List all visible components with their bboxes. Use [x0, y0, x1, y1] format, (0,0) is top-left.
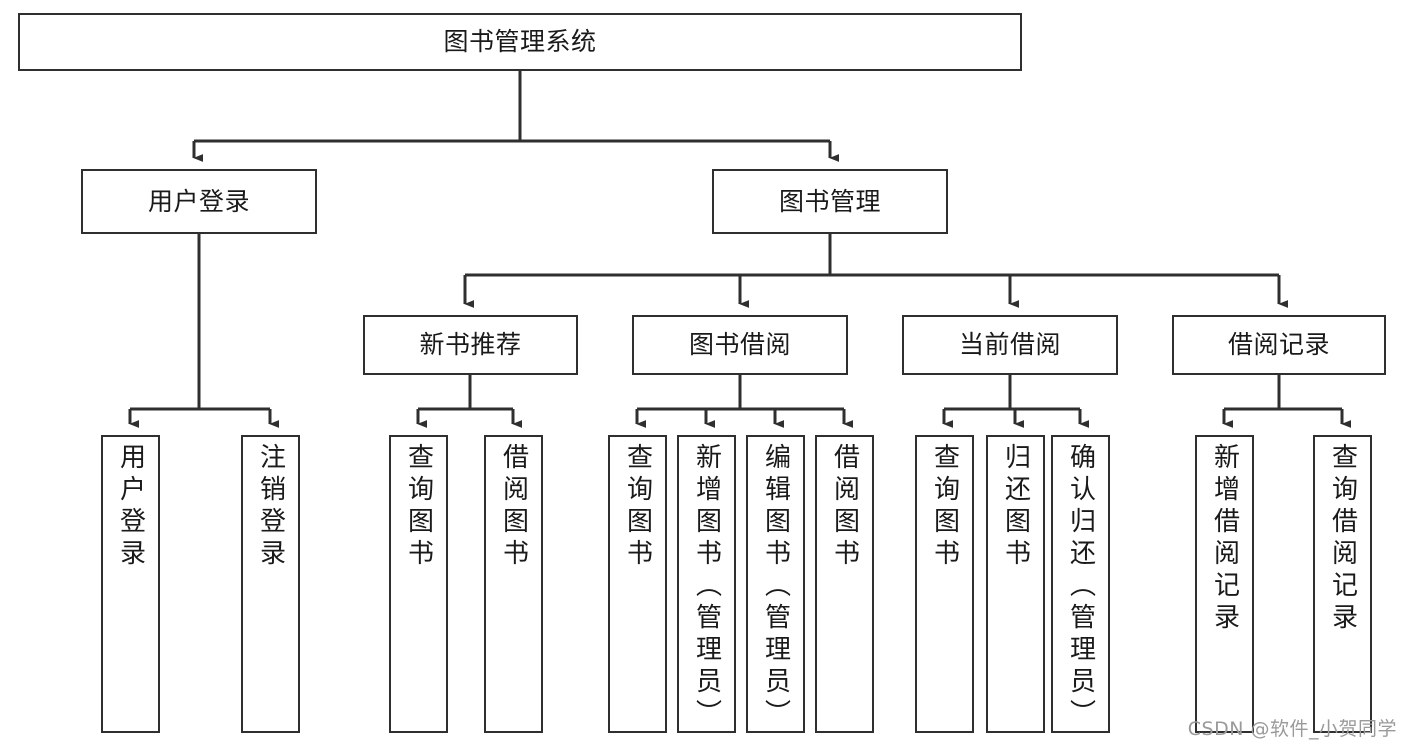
node-label: 借阅图书 — [829, 443, 860, 571]
node-current-borrow[interactable]: 当前借阅 — [902, 315, 1118, 375]
node-label: 编辑图书（管理员） — [760, 443, 791, 731]
node-leaf-confirm-return-admin[interactable]: 确认归还（管理员） — [1051, 435, 1110, 733]
node-borrow-record[interactable]: 借阅记录 — [1172, 315, 1386, 375]
node-label: 查询图书 — [622, 443, 653, 571]
node-leaf-add-borrow-record[interactable]: 新增借阅记录 — [1195, 435, 1254, 733]
node-label: 图书管理 — [778, 186, 881, 216]
node-label: 查询借阅记录 — [1327, 443, 1358, 635]
node-label: 新书推荐 — [419, 330, 522, 360]
node-label: 归还图书 — [1000, 443, 1031, 571]
node-leaf-query-book-1[interactable]: 查询图书 — [389, 435, 448, 733]
node-label: 确认归还（管理员） — [1065, 443, 1096, 731]
node-leaf-add-book-admin[interactable]: 新增图书（管理员） — [677, 435, 736, 733]
node-leaf-query-book-2[interactable]: 查询图书 — [608, 435, 667, 733]
node-label: 图书管理系统 — [443, 27, 597, 57]
node-label: 新增图书（管理员） — [691, 443, 722, 731]
node-label: 新增借阅记录 — [1209, 443, 1240, 635]
watermark-text: CSDN @软件_小贺同学 — [1187, 718, 1397, 740]
node-label: 用户登录 — [115, 443, 146, 571]
node-leaf-borrow-book-2[interactable]: 借阅图书 — [815, 435, 874, 733]
node-book-borrow[interactable]: 图书借阅 — [632, 315, 848, 375]
node-book-manage[interactable]: 图书管理 — [712, 169, 948, 234]
node-label: 图书借阅 — [688, 330, 791, 360]
node-leaf-edit-book-admin[interactable]: 编辑图书（管理员） — [746, 435, 805, 733]
node-user-login[interactable]: 用户登录 — [81, 169, 317, 234]
node-root[interactable]: 图书管理系统 — [18, 13, 1022, 71]
node-label: 借阅图书 — [498, 443, 529, 571]
node-leaf-query-book-3[interactable]: 查询图书 — [915, 435, 974, 733]
node-leaf-user-login[interactable]: 用户登录 — [101, 435, 160, 733]
node-label: 查询图书 — [929, 443, 960, 571]
node-new-book-rec[interactable]: 新书推荐 — [363, 315, 578, 375]
node-leaf-logout-login[interactable]: 注销登录 — [241, 435, 300, 733]
node-label: 用户登录 — [147, 186, 250, 216]
node-leaf-query-borrow-record[interactable]: 查询借阅记录 — [1313, 435, 1372, 733]
node-label: 注销登录 — [255, 443, 286, 571]
node-leaf-return-book[interactable]: 归还图书 — [986, 435, 1045, 733]
node-label: 查询图书 — [403, 443, 434, 571]
node-label: 当前借阅 — [958, 330, 1061, 360]
node-leaf-borrow-book-1[interactable]: 借阅图书 — [484, 435, 543, 733]
node-label: 借阅记录 — [1227, 330, 1330, 360]
